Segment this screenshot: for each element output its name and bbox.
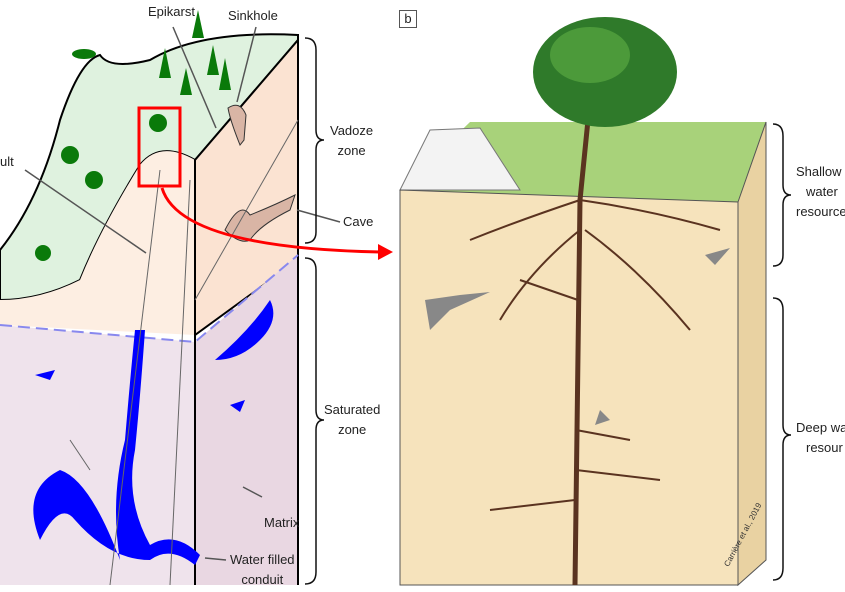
block-side — [737, 121, 767, 587]
label-epikarst: Epikarst — [148, 4, 195, 19]
label-line: Saturated — [324, 402, 381, 417]
panel-b-block — [399, 17, 792, 587]
highlight-arrow — [160, 187, 381, 254]
label-line: Deep wa — [796, 420, 845, 435]
sinkhole-shape — [227, 104, 247, 146]
label-line: Water filled — [230, 552, 295, 567]
label-cave: Cave — [343, 214, 374, 229]
label-line: zone — [337, 143, 366, 158]
label-saturated-zone: Saturated zone — [324, 400, 380, 440]
panel-b-tag: b — [399, 10, 417, 28]
label-line: resour — [806, 440, 843, 455]
limestone-top-left — [399, 127, 521, 191]
water-table — [0, 254, 299, 344]
label-fault: ult — [0, 154, 14, 169]
zone-braces — [304, 37, 325, 585]
label-line: Shallow — [796, 164, 842, 179]
front-face-vadose — [0, 151, 195, 335]
label-line: Vadoze — [330, 123, 374, 138]
cavities — [425, 248, 730, 425]
label-water-filled-conduit: Water filled conduit — [230, 550, 295, 590]
resource-braces — [772, 123, 792, 581]
label-deep-water-resource: Deep wa resour — [796, 418, 845, 458]
label-shallow-water-resource: Shallow water resource — [796, 162, 845, 222]
cave-shape — [224, 194, 296, 242]
highlight-box — [137, 106, 182, 188]
label-vadoze-zone: Vadoze zone — [330, 121, 373, 161]
label-line: conduit — [241, 572, 284, 587]
label-sinkhole: Sinkhole — [228, 8, 278, 23]
label-line: water — [806, 184, 838, 199]
fault-lines — [69, 119, 299, 586]
trees — [35, 10, 231, 261]
label-line: zone — [338, 422, 367, 437]
roots — [469, 99, 721, 586]
label-pointers — [24, 26, 341, 561]
label-matrix: Matrix — [264, 515, 300, 530]
panel-a-block — [0, 10, 393, 586]
label-line: resource — [796, 204, 845, 219]
block-front — [399, 189, 739, 586]
side-face-saturated — [195, 255, 298, 585]
